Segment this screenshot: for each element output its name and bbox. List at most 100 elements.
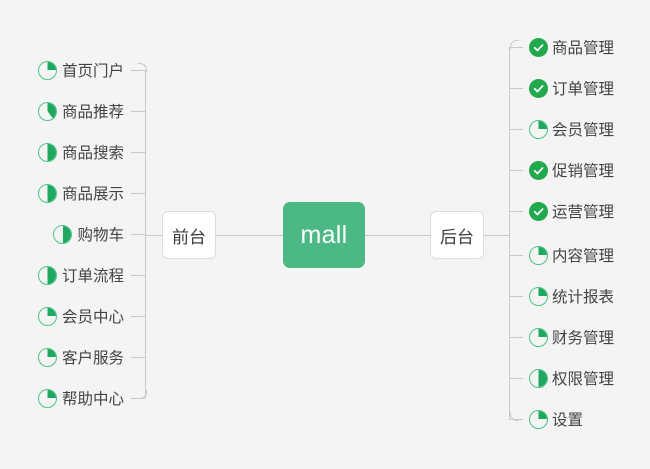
mindmap-leaf-left-2[interactable]: 商品搜索 (37, 140, 145, 164)
leaf-connector (131, 151, 145, 153)
check-circle-icon (529, 160, 548, 180)
leaf-label: 商品管理 (552, 40, 615, 57)
pie-icon (529, 286, 548, 306)
mindmap-leaf-right-9[interactable]: 设置 (509, 407, 583, 431)
leaf-connector (131, 69, 145, 71)
mindmap-leaf-right-2[interactable]: 会员管理 (509, 117, 614, 141)
leaf-label: 订单管理 (552, 81, 615, 98)
leaf-connector (509, 169, 523, 171)
leaf-label: 财务管理 (552, 330, 615, 347)
pie-wedge (538, 328, 547, 337)
mindmap-leaf-right-5[interactable]: 内容管理 (509, 243, 614, 267)
leaf-label: 首页门户 (61, 63, 124, 80)
mindmap-leaf-left-4[interactable]: 购物车 (53, 222, 145, 246)
pie-wedge (47, 389, 56, 398)
leaf-connector (131, 356, 145, 358)
pie-icon (37, 347, 57, 367)
leaf-connector (509, 336, 523, 338)
right-rail-top-corner (510, 40, 519, 49)
leaf-connector (509, 377, 523, 379)
mindmap-leaf-right-3[interactable]: 促销管理 (509, 158, 614, 182)
leaf-label: 内容管理 (552, 248, 615, 265)
leaf-label: 统计报表 (552, 289, 615, 306)
mindmap-leaf-left-6[interactable]: 会员中心 (37, 304, 145, 328)
mindmap-leaf-right-8[interactable]: 权限管理 (509, 366, 614, 390)
leaf-label: 运营管理 (552, 204, 615, 221)
left-rail-bottom-corner (138, 390, 147, 399)
leaf-connector (509, 254, 523, 256)
leaf-connector (131, 274, 145, 276)
branch-node-backend-label: 后台 (440, 227, 474, 247)
pie-wedge (47, 102, 56, 120)
pie-icon (529, 245, 548, 265)
leaf-label: 权限管理 (552, 371, 615, 388)
leaf-label: 帮助中心 (61, 391, 124, 408)
pie-icon (37, 101, 57, 121)
leaf-connector (509, 295, 523, 297)
leaf-label: 商品搜索 (61, 145, 124, 162)
pie-wedge (538, 120, 547, 129)
left-branch-rail (145, 70, 146, 398)
leaf-connector (131, 233, 145, 235)
connector-left-node-to-rail (145, 235, 163, 236)
connector-center-to-right-node (365, 235, 431, 236)
pie-icon (529, 119, 548, 139)
pie-icon (529, 327, 548, 347)
pie-icon (529, 409, 548, 429)
pie-wedge (538, 369, 547, 387)
mindmap-leaf-right-4[interactable]: 运营管理 (509, 199, 614, 223)
mindmap-leaf-right-6[interactable]: 统计报表 (509, 284, 614, 308)
pie-icon (37, 142, 57, 162)
right-branch-rail (509, 47, 510, 419)
pie-wedge (47, 266, 56, 284)
check-circle-icon (529, 78, 548, 98)
mindmap-leaf-right-0[interactable]: 商品管理 (509, 35, 614, 59)
center-node-mall[interactable]: mall (283, 202, 365, 268)
branch-node-frontend[interactable]: 前台 (162, 211, 216, 259)
leaf-connector (509, 128, 523, 130)
pie-icon (37, 60, 57, 80)
leaf-label: 商品推荐 (61, 104, 124, 121)
right-rail-bottom-corner (510, 412, 519, 421)
pie-icon (529, 368, 548, 388)
pie-wedge (62, 225, 72, 243)
mindmap-leaf-left-7[interactable]: 客户服务 (37, 345, 145, 369)
mindmap-leaf-right-1[interactable]: 订单管理 (509, 76, 614, 100)
pie-wedge (47, 61, 56, 70)
leaf-connector (509, 87, 523, 89)
connector-left-node-to-center (216, 235, 284, 236)
leaf-connector (131, 192, 145, 194)
leaf-label: 会员中心 (61, 309, 124, 326)
leaf-connector (131, 315, 145, 317)
leaf-connector (131, 110, 145, 112)
leaf-label: 促销管理 (552, 163, 615, 180)
pie-icon (53, 224, 73, 244)
connector-right-node-to-rail (484, 235, 509, 236)
pie-icon (37, 306, 57, 326)
pie-icon (37, 388, 57, 408)
pie-wedge (47, 348, 56, 357)
leaf-label: 商品展示 (61, 186, 124, 203)
check-circle-icon (529, 201, 548, 221)
branch-node-backend[interactable]: 后台 (430, 211, 484, 259)
left-rail-top-corner (138, 63, 147, 72)
leaf-label: 客户服务 (61, 350, 124, 367)
leaf-connector (131, 397, 145, 399)
pie-wedge (538, 287, 547, 296)
mindmap-leaf-left-0[interactable]: 首页门户 (37, 58, 145, 82)
leaf-connector (509, 418, 523, 420)
pie-icon (37, 265, 57, 285)
mindmap-leaf-left-8[interactable]: 帮助中心 (37, 386, 145, 410)
pie-wedge (538, 410, 547, 419)
leaf-connector (509, 46, 523, 48)
branch-node-frontend-label: 前台 (172, 227, 206, 247)
mindmap-leaf-right-7[interactable]: 财务管理 (509, 325, 614, 349)
check-circle-icon (529, 37, 548, 57)
pie-icon (37, 183, 57, 203)
leaf-label: 设置 (552, 412, 584, 429)
mindmap-leaf-left-3[interactable]: 商品展示 (37, 181, 145, 205)
mindmap-leaf-left-1[interactable]: 商品推荐 (37, 99, 145, 123)
pie-wedge (47, 143, 56, 161)
mindmap-leaf-left-5[interactable]: 订单流程 (37, 263, 145, 287)
